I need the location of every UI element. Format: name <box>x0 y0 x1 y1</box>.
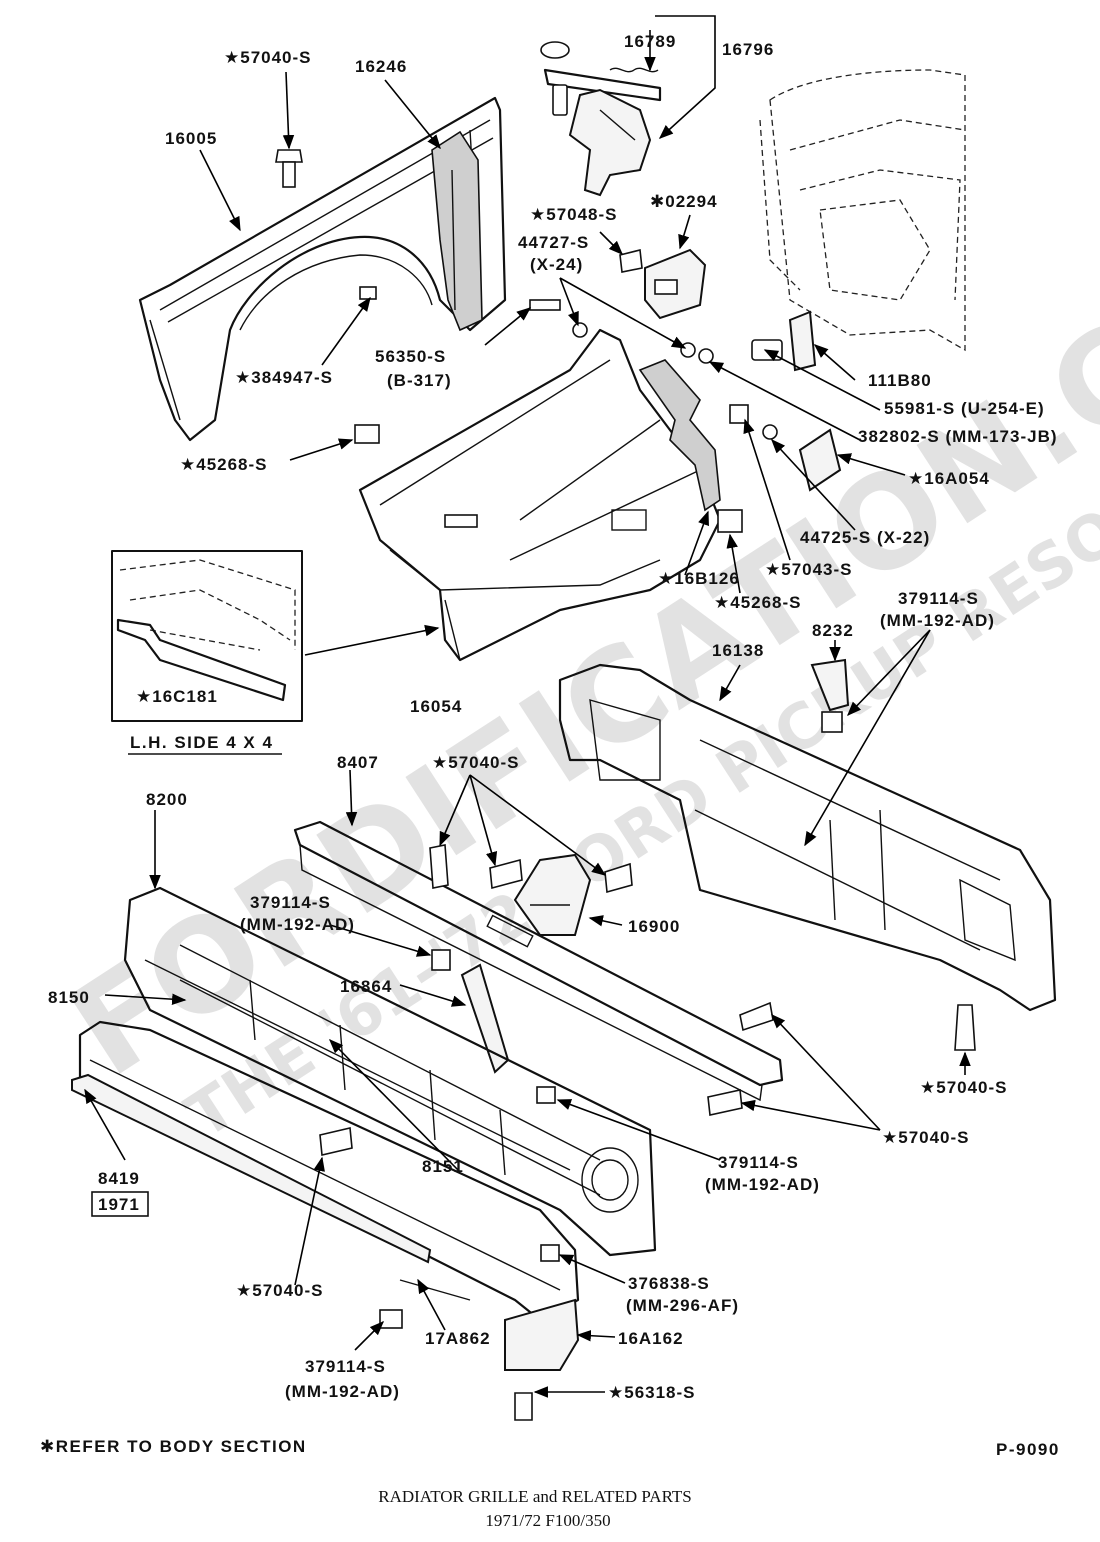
bolt-group-middle <box>319 844 976 1421</box>
label-57040-bottom: ★57040-S <box>236 1281 324 1300</box>
label-57048: ★57048-S <box>530 205 618 224</box>
inset-lh-side <box>111 550 303 722</box>
label-379114-top-code: (MM-192-AD) <box>880 611 995 630</box>
label-379114-top: 379114-S <box>898 589 979 608</box>
nut-group-top <box>354 286 743 533</box>
apron-16246 <box>431 130 483 332</box>
label-44727: 44727-S <box>518 233 589 252</box>
caption-title: RADIATOR GRILLE and RELATED PARTS <box>378 1487 692 1506</box>
figure-number: P-9090 <box>996 1440 1060 1459</box>
label-16b126: ★16B126 <box>658 569 740 588</box>
label-16789: 16789 <box>624 32 676 51</box>
label-56350-code: (B-317) <box>387 371 452 390</box>
label-379114-center-code: (MM-192-AD) <box>705 1175 820 1194</box>
bracket-17a862 <box>399 1279 471 1301</box>
radiator-support-16138 <box>558 663 1057 1012</box>
label-379114-bottom: 379114-S <box>305 1357 386 1376</box>
label-16138: 16138 <box>712 641 764 660</box>
bracket-111b80 <box>751 310 817 372</box>
label-376838: 376838-S <box>628 1274 710 1293</box>
label-8200: 8200 <box>146 790 188 809</box>
extension-16a162 <box>504 1298 580 1371</box>
cab-outline <box>759 69 966 352</box>
label-16a054: ★16A054 <box>908 469 990 488</box>
label-379114-left-code: (MM-192-AD) <box>240 915 355 934</box>
label-02294: ✱02294 <box>650 192 718 211</box>
bolt-57048 <box>619 249 643 273</box>
label-44725: 44725-S (X-22) <box>800 528 930 547</box>
label-44727-code: (X-24) <box>530 255 583 274</box>
label-16a162: 16A162 <box>618 1329 684 1348</box>
label-57043: ★57043-S <box>765 560 853 579</box>
label-8151: 8151 <box>422 1157 464 1176</box>
label-16005: 16005 <box>165 129 217 148</box>
label-55981: 55981-S (U-254-E) <box>884 399 1045 418</box>
bolt-57040-top <box>275 149 303 188</box>
label-16054: 16054 <box>410 697 462 716</box>
label-8419-year: 1971 <box>98 1195 140 1214</box>
label-56318: ★56318-S <box>608 1383 696 1402</box>
shield-16054 <box>358 328 722 662</box>
label-8407: 8407 <box>337 753 379 772</box>
label-111b80: 111B80 <box>868 371 932 390</box>
label-376838-code: (MM-296-AF) <box>626 1296 739 1315</box>
label-45268-right: ★45268-S <box>714 593 802 612</box>
leader-lines <box>84 15 971 1398</box>
nut-group-middle <box>379 949 560 1329</box>
molding-8419 <box>71 1073 432 1264</box>
label-17a862: 17A862 <box>425 1329 491 1348</box>
bracket-02294 <box>644 248 707 320</box>
label-16864: 16864 <box>340 977 392 996</box>
label-56350: 56350-S <box>375 347 446 366</box>
label-382802: 382802-S (MM-173-JB) <box>858 427 1058 446</box>
label-379114-center: 379114-S <box>718 1153 799 1172</box>
bracket-16a054 <box>729 404 842 492</box>
caption-subtitle: 1971/72 F100/350 <box>485 1511 610 1530</box>
grille-8200 <box>123 886 657 1257</box>
label-8419: 8419 <box>98 1169 140 1188</box>
label-57040-right2: ★57040-S <box>882 1128 970 1147</box>
label-16796: 16796 <box>722 40 774 59</box>
bracket-8232 <box>810 658 850 733</box>
seal-16b126 <box>638 359 721 512</box>
inset-caption: L.H. SIDE 4 X 4 <box>130 733 273 752</box>
label-57040-right: ★57040-S <box>920 1078 1008 1097</box>
part-labels: 16789 16796 ★57040-S 16246 16005 ✱02294 … <box>48 32 1058 1402</box>
latch-16900 <box>513 853 592 936</box>
label-8150: 8150 <box>48 988 90 1007</box>
label-57040-top: ★57040-S <box>224 48 312 67</box>
watermark: FORDIFICATION.COM THE '61-'72 FORD PICKU… <box>46 166 1100 1153</box>
grille-bar-8407 <box>293 820 784 1102</box>
hood-hinge-16796 <box>540 41 662 197</box>
label-379114-left: 379114-S <box>250 893 331 912</box>
label-8232: 8232 <box>812 621 854 640</box>
label-57040-mid: ★57040-S <box>432 753 520 772</box>
label-16c181: ★16C181 <box>136 687 218 706</box>
footnote: ✱REFER TO BODY SECTION <box>40 1437 307 1456</box>
label-379114-bottom-code: (MM-192-AD) <box>285 1382 400 1401</box>
label-16900: 16900 <box>628 917 680 936</box>
label-384947: ★384947-S <box>235 368 333 387</box>
label-45268-left: ★45268-S <box>180 455 268 474</box>
label-16246: 16246 <box>355 57 407 76</box>
